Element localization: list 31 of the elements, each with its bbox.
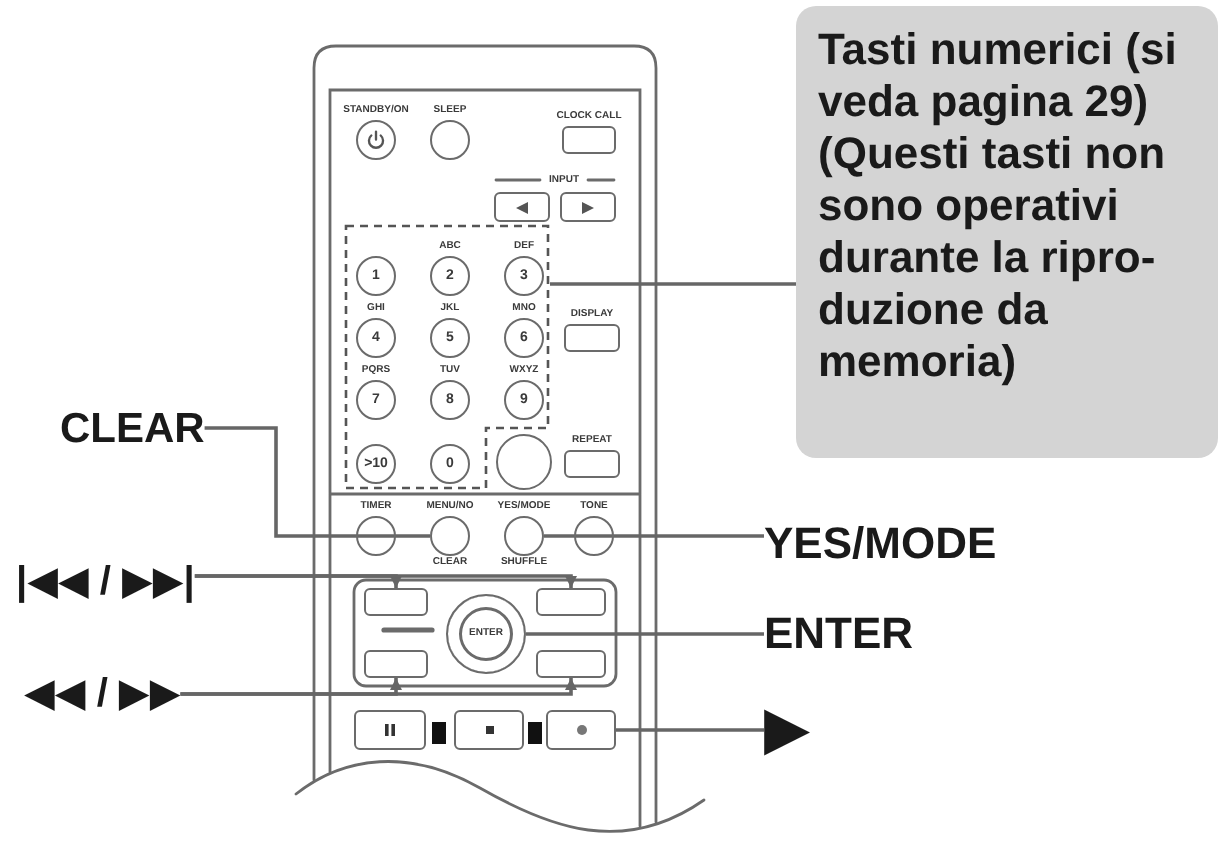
callout-note: (Questi tasti non sono operativi durante la ripro-duzione da memoria) bbox=[818, 128, 1168, 388]
rect-button bbox=[536, 650, 606, 678]
callout-label: ENTER bbox=[764, 610, 914, 658]
number-key bbox=[430, 444, 470, 484]
leader-line bbox=[194, 574, 577, 588]
callout-text: Tasti numerici (si veda pagina 29) bbox=[818, 24, 1179, 128]
callout-label: YES/MODE bbox=[764, 520, 997, 568]
rect-button bbox=[560, 192, 616, 222]
number-key bbox=[356, 256, 396, 296]
round-button bbox=[496, 434, 552, 490]
keypad-frame bbox=[344, 224, 550, 490]
rect-button bbox=[364, 588, 428, 616]
leader-line bbox=[526, 632, 764, 636]
leader-line bbox=[616, 728, 764, 732]
rect-button bbox=[494, 192, 550, 222]
rect-button bbox=[364, 650, 428, 678]
rect-button bbox=[354, 710, 426, 750]
callout-label: ▶ bbox=[764, 698, 811, 762]
rect-button bbox=[546, 710, 616, 750]
number-key bbox=[356, 444, 396, 484]
leader-line bbox=[544, 534, 764, 538]
callout-label: CLEAR bbox=[60, 405, 205, 451]
leader-line bbox=[180, 678, 577, 696]
callout-label: ◀◀ / ▶▶ bbox=[24, 672, 181, 716]
round-button bbox=[446, 594, 526, 674]
leader-line bbox=[550, 282, 796, 286]
rect-button bbox=[454, 710, 524, 750]
callout-label: |◀◀ / ▶▶| bbox=[16, 560, 195, 604]
leader-line bbox=[204, 426, 430, 538]
rect-button bbox=[536, 588, 606, 616]
callout-box bbox=[796, 6, 1218, 458]
